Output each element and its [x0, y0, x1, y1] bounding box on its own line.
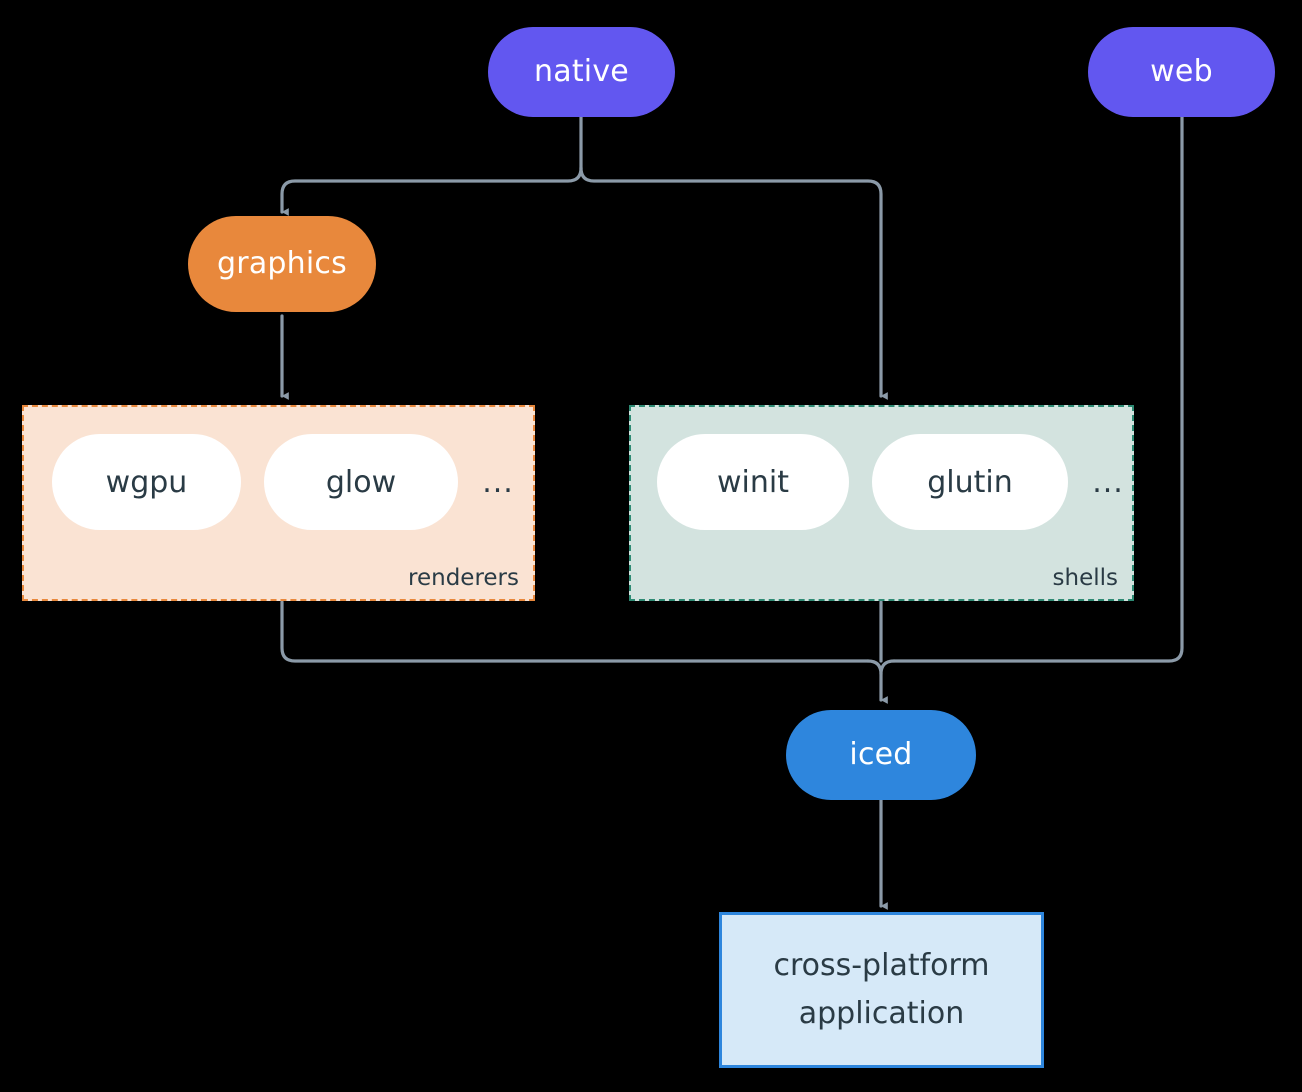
node-web-label: web [1150, 53, 1213, 89]
group-renderers-item-wgpu[interactable]: wgpu [52, 434, 241, 530]
group-renderers-label: renderers [408, 565, 519, 591]
edge-native-to-graphics [280, 166, 583, 216]
edge-native-to-shells [579, 166, 888, 400]
group-shells-item-glutin[interactable]: glutin [872, 434, 1068, 530]
group-renderers-overflow: ... [482, 464, 514, 500]
edge-junction-right-merge [879, 659, 896, 676]
group-shells-item-winit[interactable]: winit [657, 434, 849, 530]
edge-junction-left-merge [866, 659, 888, 704]
node-graphics-label: graphics [217, 245, 347, 281]
node-graphics[interactable]: graphics [188, 216, 376, 312]
group-renderers-item-glow-label: glow [325, 464, 397, 500]
group-renderers-item-glow[interactable]: glow [264, 434, 458, 530]
node-native[interactable]: native [488, 27, 675, 117]
group-renderers-item-wgpu-label: wgpu [105, 464, 188, 500]
node-iced-label: iced [849, 736, 913, 772]
group-renderers[interactable]: wgpu glow ... renderers [22, 405, 535, 601]
edge-renderers-to-iced [280, 600, 870, 663]
node-application-line2: application [798, 996, 965, 1031]
node-web[interactable]: web [1088, 27, 1275, 117]
node-application-line1: cross-platform [773, 948, 990, 983]
group-shells-item-glutin-label: glutin [927, 464, 1013, 500]
group-shells[interactable]: winit glutin ... shells [629, 405, 1134, 601]
group-shells-overflow: ... [1092, 464, 1124, 500]
group-shells-item-winit-label: winit [717, 464, 789, 500]
node-iced[interactable]: iced [786, 710, 976, 800]
node-native-label: native [534, 53, 629, 89]
node-application[interactable]: cross-platform application [719, 912, 1044, 1068]
group-shells-label: shells [1052, 565, 1118, 591]
